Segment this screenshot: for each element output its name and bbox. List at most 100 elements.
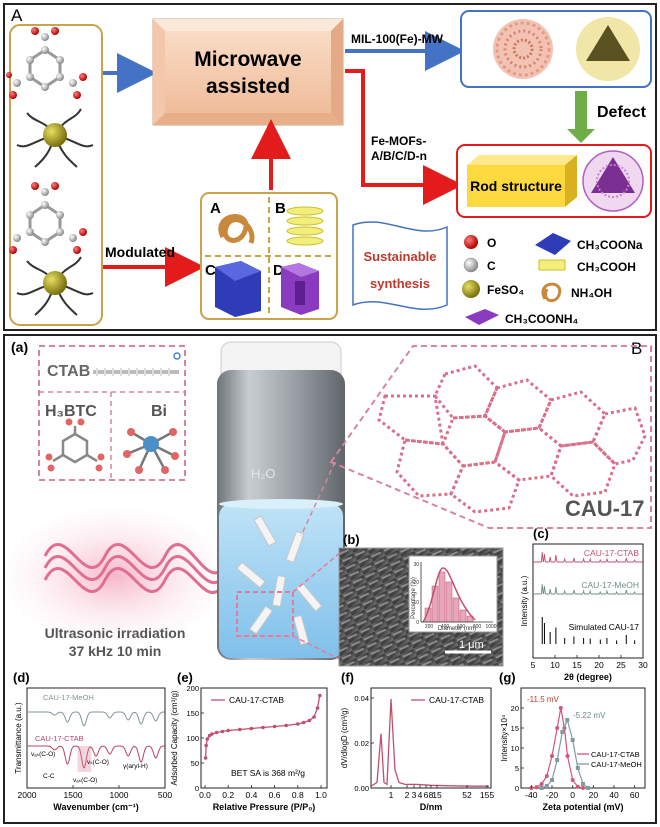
zeta-legend-meoh: CAU-17-MeOH <box>591 760 642 769</box>
zeta-annotation-meoh: -5.22 mV <box>573 711 606 720</box>
ch3cooh-coil-icon <box>286 206 324 246</box>
hist-ylabel: Percentage (%) <box>411 577 417 619</box>
zeta-point-ctab <box>539 782 544 786</box>
size-histogram <box>408 555 498 633</box>
hist-yticks: 0 10 20 30 <box>413 562 419 626</box>
zeta-ytick-label: 5 <box>515 764 519 773</box>
legend-feso4: FeSO₄ <box>487 283 524 297</box>
hist-tick-400: 400 <box>441 624 450 630</box>
ftir-xtick-label: 2000 <box>18 790 37 800</box>
bet-point <box>272 724 277 729</box>
bet-point <box>301 720 306 725</box>
xrd-xtick-label: 15 <box>572 660 582 670</box>
bet-point <box>296 722 300 726</box>
bet-point <box>238 727 242 732</box>
legend-o: O <box>487 236 496 250</box>
zeta-point-meoh <box>555 758 560 762</box>
fe-cluster-1 <box>16 108 94 168</box>
ftir-xtick-label: 1000 <box>110 790 129 800</box>
cau17-framework <box>377 364 647 514</box>
bet-point <box>203 756 208 760</box>
mil-label: MIL-100(Fe)-MW <box>351 32 444 46</box>
zeta-point-meoh <box>560 730 565 734</box>
zeta-point-meoh <box>586 786 591 790</box>
bet-point <box>214 730 219 735</box>
bet-legend: CAU-17-CTAB <box>229 695 284 705</box>
legend-c: C <box>487 259 496 273</box>
bet-point <box>312 715 316 719</box>
hist-xticks: 200 400 600 800 1000 <box>425 624 497 630</box>
zeta-ytick-label: 10 <box>511 744 519 753</box>
zeta-point-ctab <box>581 786 585 790</box>
femofs-label-1: Fe-MOFs- <box>371 134 426 148</box>
ftir-annotation: C-C <box>43 773 55 780</box>
ctab-chain <box>93 352 181 376</box>
ultrasonic-label: Ultrasonic irradiation <box>45 625 186 641</box>
framework-callout <box>329 345 652 529</box>
ftir-legend-meoh: CAU-17-MeOH <box>43 693 94 702</box>
assisted-title: assisted <box>206 75 290 98</box>
ftir-annotation: vₐₛ(C-O) <box>31 751 55 758</box>
framework-line <box>300 461 336 537</box>
bet-ytick-label: 0 <box>195 784 199 793</box>
bet-point <box>210 732 214 736</box>
hist-ytick-10: 10 <box>413 600 419 606</box>
zoom-line-2 <box>292 635 342 661</box>
xrd-xlabel: 2θ (degree) <box>564 672 612 682</box>
ftir-annotation: γ(aryl-H) <box>123 763 148 770</box>
hist-tick-600: 600 <box>457 624 466 630</box>
defect-arrow-head <box>567 129 595 143</box>
panel-a-figure: A Modul <box>6 6 652 326</box>
zeta-ytick-label: 15 <box>511 724 519 733</box>
bet-xtick-label: 0.8 <box>292 790 304 800</box>
zoom-line-1 <box>292 551 342 593</box>
bet-point <box>284 723 289 728</box>
chart-d-ftir: CAU-17-MeOHCAU-17-CTABvₐₛ(C-O)C-Cvₐₛ(C-O… <box>14 687 172 812</box>
ftir-xlabel: Wavenumber (cm⁻¹) <box>53 802 138 812</box>
bet-xtick-label: 0.2 <box>222 790 234 800</box>
btc-molecule-1 <box>6 27 87 99</box>
pore-series-line <box>370 698 489 787</box>
rod-block <box>467 155 577 207</box>
ftir-annotation: vₐₛ(C-O) <box>73 777 97 784</box>
ctab-label: CTAB <box>47 363 90 380</box>
sub-f-label: (f) <box>341 670 354 685</box>
bet-ytick-label: 200 <box>186 684 199 693</box>
bet-point <box>226 728 230 733</box>
ultrasonic-freq: 37 kHz 10 min <box>69 643 162 659</box>
zeta-ytick-label: 20 <box>511 704 519 713</box>
quad-label-b: B <box>275 200 286 217</box>
fe-cluster-2 <box>16 256 94 316</box>
zeta-point-ctab <box>555 726 560 730</box>
quad-label-a: A <box>210 200 221 217</box>
zeta-xtick-label: 0 <box>570 790 575 800</box>
zeta-point-ctab <box>570 778 575 782</box>
pore-ytick-label: 0.04 <box>354 694 369 703</box>
pore-xtick-label: 6 <box>424 790 429 800</box>
xrd-legend-ctab: CAU-17-CTAB <box>584 548 639 558</box>
pore-ytick-label: 0.02 <box>354 739 369 748</box>
legend-o-swatch <box>464 235 478 249</box>
pore-xtick-label: 8 <box>429 790 434 800</box>
xrd-legend-sim: Simulated CAU-17 <box>569 622 640 632</box>
legend-c-swatch <box>463 257 479 273</box>
zeta-point-ctab <box>565 754 570 758</box>
pore-xtick-label: 4 <box>418 790 423 800</box>
zeta-frame <box>520 687 646 789</box>
legend-nh4oh-swatch <box>541 282 562 303</box>
ftir-series-meoh <box>27 711 165 727</box>
nh4oh-knot-icon <box>218 214 255 244</box>
bet-ytick-label: 50 <box>191 759 199 768</box>
h2o-label: H₂O <box>251 466 276 481</box>
bet-xtick-label: 1.0 <box>315 790 327 800</box>
zeta-point-meoh <box>565 718 570 722</box>
pore-ylabel: dV/dlogD (cm³/g) <box>340 707 349 768</box>
pore-xtick-label: 3 <box>412 790 417 800</box>
quad-label-d: D <box>273 262 284 279</box>
panel-a: A Modul <box>3 3 657 331</box>
pore-xlabel: D/nm <box>420 802 443 812</box>
defect-label: Defect <box>597 104 647 121</box>
bet-ylabel: Adsorbed Capacity (cm³/g) <box>170 690 179 785</box>
xrd-series-ctab <box>533 551 643 563</box>
